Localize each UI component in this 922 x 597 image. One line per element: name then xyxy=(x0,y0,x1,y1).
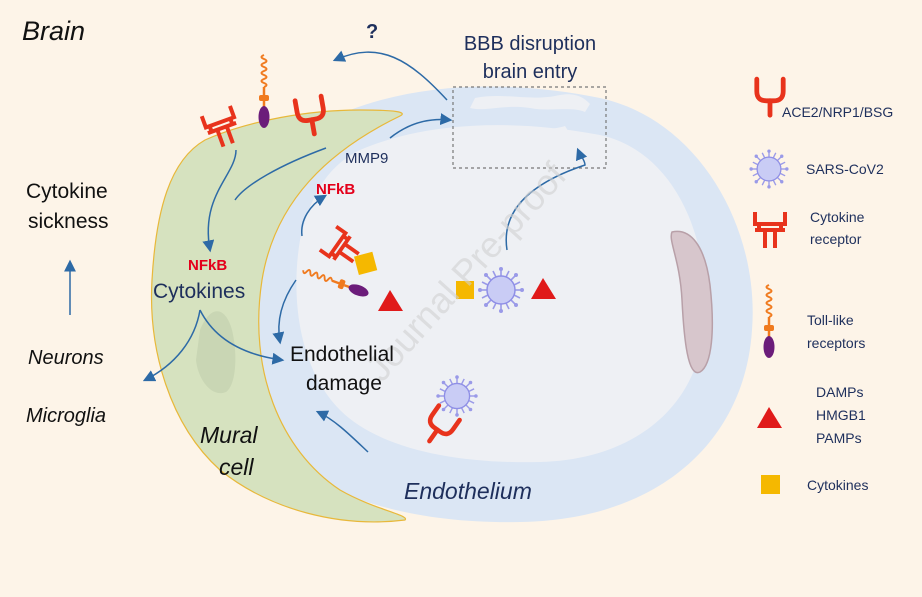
bbb-tear-2 xyxy=(495,126,570,140)
legend-receptor-label: ACE2/NRP1/BSG xyxy=(782,104,893,120)
endothelial-damage-line1: Endothelial xyxy=(290,343,394,366)
mural-nucleus-shape xyxy=(196,311,236,394)
bbb-tear xyxy=(470,94,590,112)
legend-tlr-icon xyxy=(762,283,776,360)
bbb-box xyxy=(452,86,607,169)
legend-tlr-line1: Toll-like xyxy=(807,312,854,328)
damps-triangle-bound xyxy=(378,290,403,311)
legend-damps-line2: HMGB1 xyxy=(816,407,866,423)
arrow-to-upper-nfkb xyxy=(301,194,328,237)
arrow-receptor-to-nfkb xyxy=(202,149,237,253)
pericyte-shape xyxy=(670,230,714,374)
cytokine-square-bound xyxy=(353,251,378,275)
mural-label-line2: cell xyxy=(219,454,254,480)
legend-cytokine-receptor-line1: Cytokine xyxy=(810,209,865,225)
bbb-label-line2: brain entry xyxy=(483,61,578,83)
legend-cytokine-receptor-line2: receptor xyxy=(810,231,862,247)
endothelial-damage-line2: damage xyxy=(306,372,382,395)
microglia-label: Microglia xyxy=(26,405,106,427)
legend: ACE2/NRP1/BSG SARS-CoV2 Cytokine recepto… xyxy=(748,79,893,494)
sickness-label-line1: Cytokine xyxy=(26,180,108,203)
neurons-label: Neurons xyxy=(28,347,104,369)
legend-damps-line3: PAMPs xyxy=(816,430,862,446)
endothelium-label: Endothelium xyxy=(404,478,532,504)
arrow-bbb-to-question xyxy=(332,50,448,101)
arrow-cytokines-to-neurons xyxy=(142,309,201,382)
mural-cell-shape xyxy=(150,109,406,523)
legend-cytokine-icon xyxy=(761,475,780,494)
arrow-virus-to-bbb xyxy=(505,147,588,251)
arrow-mmp9-line xyxy=(234,147,327,201)
nfkb-lower-label: NFkB xyxy=(188,257,227,274)
nfkb-upper-label: NFkB xyxy=(316,181,355,198)
bound-virus-icon xyxy=(435,374,479,418)
legend-virus-label: SARS-CoV2 xyxy=(806,161,884,177)
legend-virus-icon xyxy=(748,148,790,190)
question-mark: ? xyxy=(366,21,378,43)
legend-damps-icon xyxy=(757,407,782,428)
damps-triangle xyxy=(531,278,556,299)
mmp9-label: MMP9 xyxy=(345,150,388,167)
diagram-title: Brain xyxy=(22,16,85,46)
sickness-label-line2: sickness xyxy=(28,210,109,233)
legend-cytokines-label: Cytokines xyxy=(807,477,868,493)
bbb-label-line1: BBB disruption xyxy=(464,33,596,55)
legend-cytokine-receptor-icon xyxy=(753,210,787,250)
legend-receptor-icon xyxy=(757,79,783,115)
arrow-tlr-to-damage xyxy=(272,279,297,345)
cytokine-square xyxy=(456,281,474,299)
toll-like-receptor-icon xyxy=(257,53,271,130)
arrow-cytokines-to-damage xyxy=(199,309,285,365)
legend-damps-line1: DAMPs xyxy=(816,384,863,400)
mural-label-line1: Mural xyxy=(200,422,258,448)
cytokines-label: Cytokines xyxy=(153,280,245,303)
arrow-receptor-to-damage xyxy=(315,410,369,453)
arrow-mmp9-to-bbb xyxy=(389,113,453,139)
legend-tlr-line2: receptors xyxy=(807,335,865,351)
